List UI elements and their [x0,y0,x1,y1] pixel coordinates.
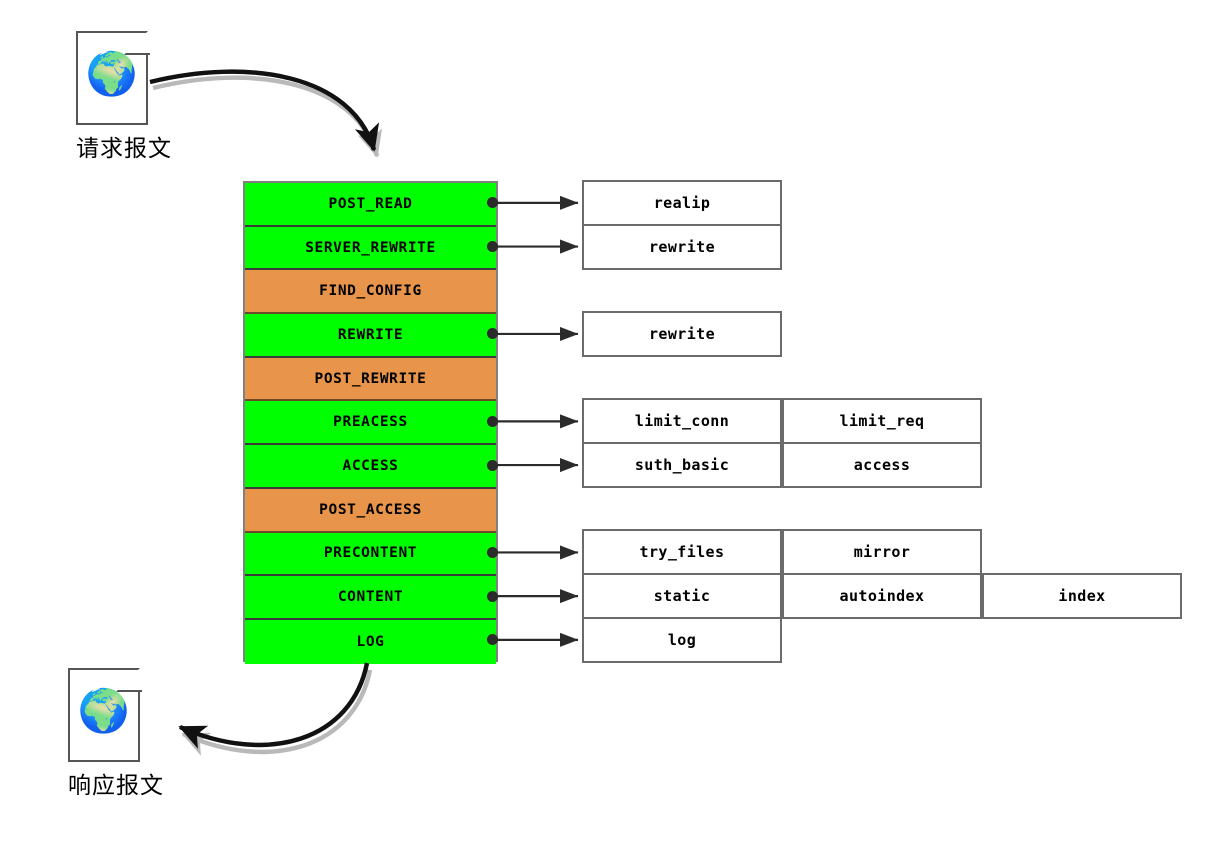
module-label: access [853,456,911,475]
connector-dot-server-rewrite [487,241,498,253]
module-cell-access[interactable]: access [782,442,982,489]
phase-label: REWRITE [337,326,404,343]
phase-label: SERVER_REWRITE [305,239,436,256]
module-cell-autoindex[interactable]: autoindex [782,573,982,620]
module-cell-limit_conn[interactable]: limit_conn [582,398,782,445]
response-flow-arrow [178,662,370,749]
response-message-node: 🌍 响应报文 [68,666,164,800]
module-label: index [1058,587,1106,606]
connector-dot-access [487,459,498,471]
phase-row-rewrite[interactable]: REWRITE [245,314,496,358]
connector-dot-post-read [487,197,498,209]
phase-label: PREACESS [333,414,408,431]
phase-label: CONTENT [337,589,404,606]
connector-dot-rewrite [487,328,498,340]
module-cell-realip[interactable]: realip [582,179,782,226]
module-label: autoindex [839,587,925,606]
phase-row-post-rewrite[interactable]: POST_REWRITE [245,357,496,402]
connector-dot-content [487,590,498,602]
request-arrow-shadow [152,75,383,158]
phase-row-content[interactable]: CONTENT [245,576,496,620]
phase-row-post-read[interactable]: POST_READ [245,183,496,227]
module-cell-mirror[interactable]: mirror [782,529,982,576]
document-globe-icon: 🌍 [76,29,150,125]
phase-label: FIND_CONFIG [319,283,422,300]
phase-module-connectors [494,195,579,647]
request-message-node: 🌍 请求报文 [76,29,172,163]
phase-label: POST_ACCESS [319,501,422,518]
phase-row-find-config[interactable]: FIND_CONFIG [245,270,496,315]
response-message-label: 响应报文 [68,773,164,799]
module-cell-rewrite[interactable]: rewrite [582,310,782,357]
module-cell-suth_basic[interactable]: suth_basic [582,442,782,489]
response-arrow-shadow [181,669,373,756]
module-cell-rewrite[interactable]: rewrite [582,223,782,270]
request-message-label: 请求报文 [76,136,172,162]
module-label: log [667,630,697,649]
module-cell-limit_req[interactable]: limit_req [782,398,982,445]
phase-row-precontent[interactable]: PRECONTENT [245,532,496,577]
phase-row-access[interactable]: ACCESS [245,445,496,489]
phase-label: LOG [356,633,385,650]
module-label: suth_basic [634,456,730,475]
phase-row-preacess[interactable]: PREACESS [245,401,496,446]
globe-glyph: 🌍 [85,49,139,99]
phase-row-post-access[interactable]: POST_ACCESS [245,488,496,533]
connector-dot-preacess [487,415,498,427]
phase-label: PRECONTENT [323,545,418,562]
module-label: limit_req [839,412,925,431]
connector-dot-precontent [487,546,498,558]
phase-row-log[interactable]: LOG [245,619,496,664]
phase-label: POST_REWRITE [314,370,427,387]
phase-column: POST_READ SERVER_REWRITE FIND_CONFIG REWRIT… [243,181,498,664]
module-label: limit_conn [634,412,730,431]
module-label: rewrite [648,324,715,343]
phase-label: POST_READ [328,195,413,212]
phase-label: ACCESS [342,457,399,474]
module-cell-log[interactable]: log [582,616,782,663]
module-cell-index[interactable]: index [982,573,1182,620]
module-label: try_files [639,543,725,562]
connector-dot-log [487,634,498,646]
module-label: static [653,587,711,606]
request-flow-arrow [149,69,380,152]
module-label: rewrite [648,237,715,256]
module-cell-try_files[interactable]: try_files [582,529,782,576]
phase-row-server-rewrite[interactable]: SERVER_REWRITE [245,226,496,271]
module-label: mirror [853,543,911,562]
globe-glyph: 🌍 [77,686,131,736]
document-globe-icon: 🌍 [68,666,142,762]
module-cell-static[interactable]: static [582,573,782,620]
module-label: realip [653,193,711,212]
